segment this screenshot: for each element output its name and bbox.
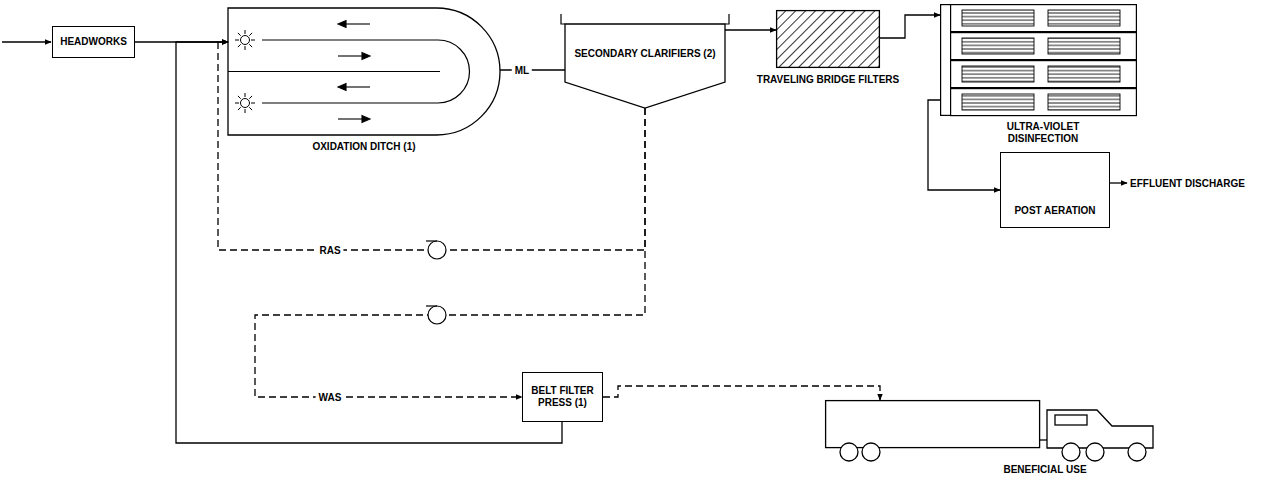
flow-line xyxy=(725,29,776,30)
sludge-line xyxy=(603,386,880,400)
process-node: HEADWORKS xyxy=(52,26,135,58)
process-node: OXIDATION DITCH (1) xyxy=(228,8,500,158)
node-label: OXIDATION DITCH (1) xyxy=(228,139,500,155)
shape-outline xyxy=(776,10,880,68)
process-shape xyxy=(825,400,1155,462)
process-shape xyxy=(228,8,500,135)
process-node: BELT FILTER PRESS (1) xyxy=(522,372,603,422)
node-label: HEADWORKS xyxy=(52,26,135,58)
stream-label: ML xyxy=(512,65,532,76)
process-node: POST AERATION xyxy=(1000,152,1110,228)
process-shape xyxy=(940,4,1137,116)
node-label: POST AERATION xyxy=(1005,196,1105,226)
shape-outline xyxy=(228,8,500,135)
clarifier-weir xyxy=(561,14,729,24)
shape-outline xyxy=(940,4,1137,116)
flow-line xyxy=(500,69,565,70)
node-label: BENEFICIAL USE xyxy=(975,463,1115,477)
influent-arrow xyxy=(2,41,51,42)
process-shape xyxy=(776,10,880,68)
node-label: ULTRA-VIOLET DISINFECTION xyxy=(988,118,1098,148)
pump-symbol xyxy=(426,241,446,324)
aerator-symbol xyxy=(235,30,255,50)
node-label: SECONDARY CLARIFIERS (2) xyxy=(570,32,720,76)
flow-line xyxy=(176,42,562,443)
process-node: TRAVELING BRIDGE FILTERS xyxy=(748,10,908,90)
process-node: SECONDARY CLARIFIERS (2) xyxy=(565,24,725,108)
node-label: TRAVELING BRIDGE FILTERS xyxy=(748,72,908,88)
process-box xyxy=(1000,152,1110,228)
effluent-arrow xyxy=(1110,182,1127,183)
stream-label: WAS xyxy=(316,392,345,403)
process-node: BENEFICIAL USE xyxy=(825,400,1160,478)
process-shape xyxy=(565,24,725,108)
shape-outline xyxy=(565,24,725,108)
shape-outline xyxy=(825,400,1155,462)
stream-label: RAS xyxy=(316,245,343,256)
flow-line xyxy=(880,15,940,38)
node-label: BELT FILTER PRESS (1) xyxy=(525,375,600,419)
aerator-symbol xyxy=(235,93,255,113)
process-node: ULTRA-VIOLET DISINFECTION xyxy=(940,4,1137,150)
outlet-label: EFFLUENT DISCHARGE xyxy=(1130,176,1270,190)
